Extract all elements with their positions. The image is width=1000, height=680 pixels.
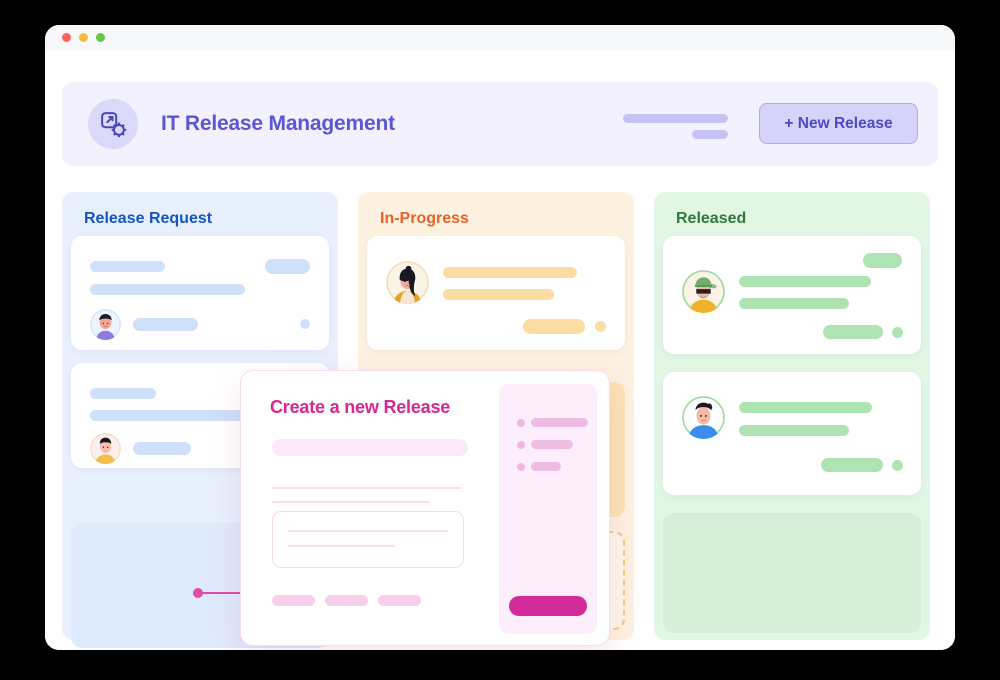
close-window-button[interactable]	[62, 33, 71, 42]
card-tag-bar	[265, 259, 310, 274]
modal-chip-2[interactable]	[325, 595, 368, 606]
release-detail-line-2	[272, 501, 429, 503]
card-released-1[interactable]	[663, 236, 921, 354]
column-title-released: Released	[676, 210, 747, 227]
card-title-bar	[739, 402, 872, 413]
checklist-bullet-3	[517, 463, 525, 471]
release-description-textarea[interactable]	[272, 511, 464, 568]
app-header: IT Release Management + New Release	[62, 82, 938, 166]
textarea-line-1	[288, 530, 448, 532]
card-meta-bar	[133, 318, 198, 331]
release-settings-icon	[88, 99, 138, 149]
card-meta-bar	[821, 458, 883, 472]
window-titlebar	[45, 25, 955, 50]
card-tag-bar	[863, 253, 902, 268]
avatar-person-purple-hoodie[interactable]	[90, 309, 121, 340]
header-placeholder-bar-short	[692, 130, 728, 139]
modal-title: Create a new Release	[270, 397, 451, 417]
checklist-bullet-1	[517, 419, 525, 427]
avatar-person-long-black-hair[interactable]	[386, 261, 429, 304]
textarea-line-2	[288, 545, 395, 547]
maximize-window-button[interactable]	[96, 33, 105, 42]
card-in-progress-1[interactable]	[367, 236, 625, 350]
browser-window: IT Release Management + New Release Rele…	[45, 25, 955, 650]
modal-chip-1[interactable]	[272, 595, 315, 606]
card-title-bar	[739, 276, 871, 287]
modal-side-panel	[499, 384, 597, 634]
board-column-released[interactable]: Released	[654, 192, 930, 640]
checklist-item-1[interactable]	[531, 418, 588, 427]
create-release-modal[interactable]: Create a new Release	[240, 370, 610, 646]
card-status-dot	[300, 319, 310, 329]
release-name-field[interactable]	[272, 439, 468, 456]
avatar-person-yellow-top[interactable]	[90, 433, 121, 464]
new-release-button[interactable]: + New Release	[759, 103, 918, 144]
checklist-item-3[interactable]	[531, 462, 561, 471]
modal-source-connector-line	[197, 592, 247, 594]
card-meta-bar	[823, 325, 883, 339]
card-released-2[interactable]	[663, 372, 921, 495]
header-placeholder-bar-long	[623, 114, 728, 123]
checklist-item-2[interactable]	[531, 440, 573, 449]
released-drop-placeholder[interactable]	[663, 513, 921, 633]
column-title-release-request: Release Request	[84, 210, 213, 227]
card-body-bar	[443, 289, 554, 300]
card-tag-bar	[523, 319, 585, 334]
checklist-bullet-2	[517, 441, 525, 449]
avatar-person-green-cap[interactable]	[682, 270, 725, 313]
card-title-bar	[90, 261, 165, 272]
app-viewport: IT Release Management + New Release Rele…	[45, 50, 955, 650]
card-body-bar	[90, 410, 262, 421]
card-title-bar	[90, 388, 156, 399]
modal-chip-3[interactable]	[378, 595, 421, 606]
card-title-bar	[443, 267, 577, 278]
page-title: IT Release Management	[161, 112, 395, 135]
kanban-board: Release Request	[45, 50, 955, 650]
card-status-dot	[892, 327, 903, 338]
release-detail-line-1	[272, 487, 461, 489]
card-body-bar	[739, 298, 849, 309]
avatar-person-blue-shirt[interactable]	[682, 396, 725, 439]
modal-submit-button[interactable]	[509, 596, 587, 616]
card-body-bar	[90, 284, 245, 295]
column-title-in-progress: In-Progress	[380, 210, 469, 227]
card-body-bar	[739, 425, 849, 436]
card-meta-bar	[133, 442, 191, 455]
minimize-window-button[interactable]	[79, 33, 88, 42]
card-release-request-1[interactable]	[71, 236, 329, 350]
card-status-dot	[595, 321, 606, 332]
card-status-dot	[892, 460, 903, 471]
modal-source-connector-dot	[193, 588, 203, 598]
